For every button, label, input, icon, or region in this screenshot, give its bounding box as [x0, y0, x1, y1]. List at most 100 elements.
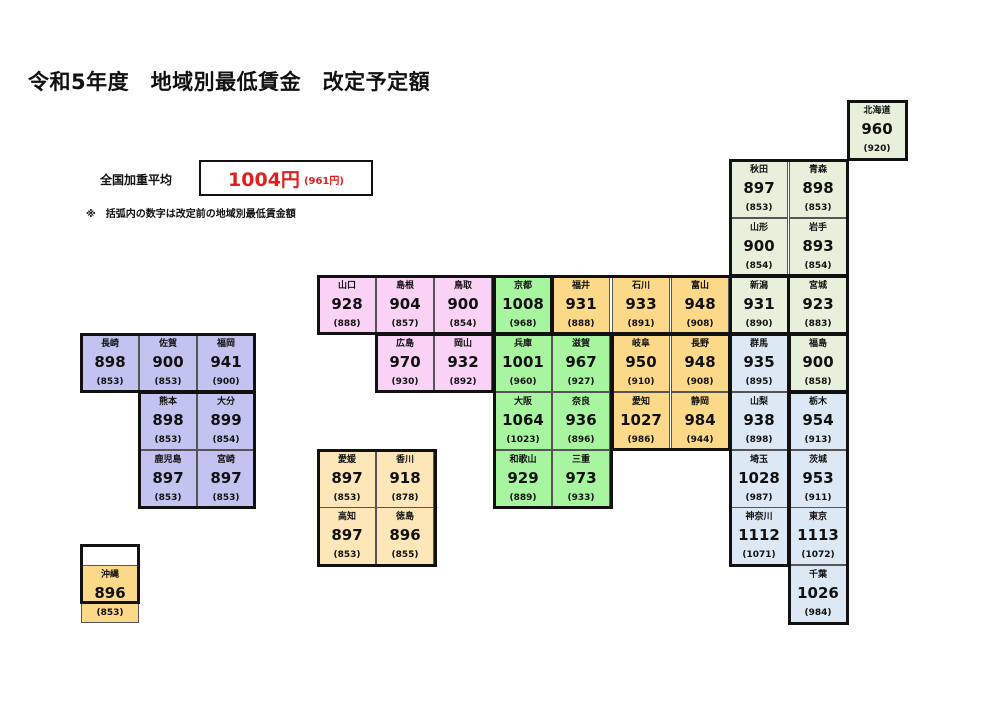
previous-wage: (853): [96, 608, 124, 618]
wage-value: 936: [565, 411, 597, 429]
prefecture-name: 大分: [216, 397, 235, 407]
national-average-box: 1004円 (961円): [199, 160, 373, 196]
wage-value: 896: [389, 526, 421, 544]
wage-value: 953: [802, 469, 834, 487]
prefecture-name: 広島: [395, 339, 414, 349]
wage-value: 898: [152, 411, 184, 429]
previous-wage: (858): [804, 377, 832, 387]
previous-wage: (883): [804, 319, 832, 329]
prefecture-name: 和歌山: [509, 455, 537, 465]
prefecture-name: 福井: [571, 281, 590, 291]
previous-wage: (891): [627, 319, 655, 329]
previous-wage: (1072): [801, 550, 835, 560]
wage-value: 1028: [738, 469, 780, 487]
prefecture-name: 茨城: [808, 455, 827, 465]
wage-value: 1064: [502, 411, 544, 429]
previous-wage: (910): [627, 377, 655, 387]
prefecture-name: 奈良: [571, 397, 590, 407]
prefecture-name: 三重: [571, 455, 590, 465]
wage-value: 967: [565, 353, 597, 371]
wage-value: 941: [210, 353, 242, 371]
page-title: 令和5年度 地域別最低賃金 改定予定額: [28, 70, 431, 94]
prefecture-name: 滋賀: [571, 339, 590, 349]
prefecture-name: 鹿児島: [154, 455, 182, 465]
prefecture-cell: 宮城 923 (883): [789, 276, 847, 334]
previous-wage: (900): [212, 377, 240, 387]
wage-value: 935: [743, 353, 775, 371]
wage-value: 950: [625, 353, 657, 371]
previous-wage: (933): [567, 493, 595, 503]
wage-value: 899: [210, 411, 242, 429]
previous-wage: (854): [212, 435, 240, 445]
wage-value: 954: [802, 411, 834, 429]
prefecture-name: 東京: [808, 512, 827, 522]
prefecture-name: 香川: [395, 455, 414, 465]
national-average-value: 1004円: [228, 168, 300, 191]
previous-wage: (854): [449, 319, 477, 329]
previous-wage: (908): [686, 319, 714, 329]
prefecture-name: 熊本: [158, 397, 177, 407]
prefecture-name: 大阪: [513, 397, 532, 407]
previous-wage: (853): [212, 493, 240, 503]
prefecture-name: 山形: [749, 223, 768, 233]
prefecture-name: 富山: [690, 281, 709, 291]
prefecture-name: 福岡: [216, 339, 235, 349]
national-average-prev: (961円): [303, 176, 344, 187]
previous-wage: (853): [333, 550, 361, 560]
prefecture-cell: 大分 899 (854): [197, 392, 255, 450]
prefecture-name: 鳥取: [453, 281, 472, 291]
prefecture-name: 宮城: [808, 281, 827, 291]
prefecture-name: 千葉: [808, 570, 827, 580]
prefecture-cell: 福岡 941 (900): [197, 334, 255, 392]
prefecture-cell: 東京 1113 (1072): [789, 507, 847, 565]
wage-value: 1113: [797, 526, 839, 544]
previous-wage: (853): [745, 203, 773, 213]
wage-value: 933: [625, 295, 657, 313]
previous-wage: (878): [391, 493, 419, 503]
wage-value: 897: [152, 469, 184, 487]
previous-wage: (944): [686, 435, 714, 445]
prefecture-cell: 富山 948 (908): [671, 276, 729, 334]
prefecture-cell: 鹿児島 897 (853): [139, 450, 197, 508]
prefecture-name: 北海道: [863, 106, 891, 116]
wage-value: 900: [743, 237, 775, 255]
wage-value: 1008: [502, 295, 544, 313]
wage-value: 948: [684, 295, 716, 313]
previous-wage: (987): [745, 493, 773, 503]
wage-value: 904: [389, 295, 421, 313]
wage-value: 1112: [738, 526, 780, 544]
prefecture-name: 愛知: [631, 397, 650, 407]
previous-wage: (853): [154, 493, 182, 503]
previous-wage: (898): [745, 435, 773, 445]
prefecture-name: 栃木: [808, 397, 827, 407]
previous-wage: (857): [391, 319, 419, 329]
prefecture-name: 高知: [337, 512, 356, 522]
prefecture-name: 佐賀: [158, 339, 177, 349]
wage-value: 897: [331, 526, 363, 544]
prefecture-name: 福島: [808, 339, 827, 349]
previous-wage: (853): [804, 203, 832, 213]
previous-wage: (889): [509, 493, 537, 503]
wage-value: 923: [802, 295, 834, 313]
wage-value: 900: [152, 353, 184, 371]
